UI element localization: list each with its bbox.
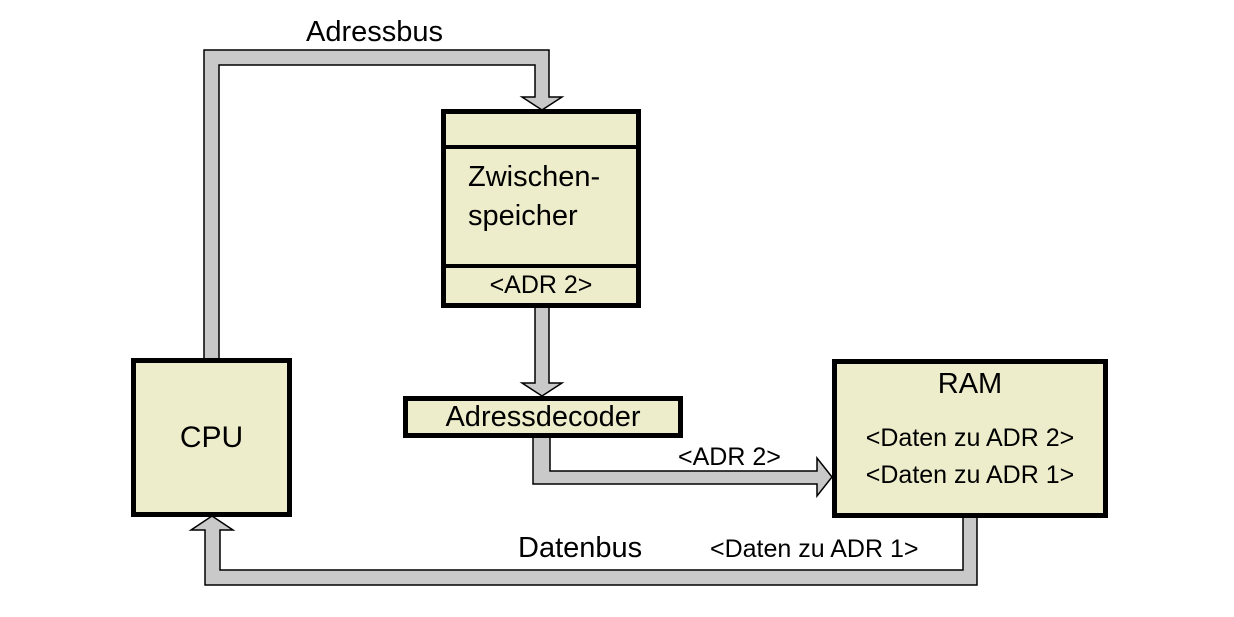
adressdecoder-to-ram-pipe-with-arrow-right-icon	[532, 433, 833, 499]
zwischenspeicher-empty-slot	[446, 114, 636, 149]
datenbus-label: Datenbus	[518, 532, 643, 564]
cpu-label: CPU	[179, 420, 244, 454]
zwischenspeicher-box: Zwischen- speicher <ADR 2>	[441, 109, 641, 308]
cpu-box: CPU	[131, 358, 292, 517]
adressbus-label: Adressbus	[306, 16, 444, 48]
adr2-bus-label: <ADR 2>	[678, 443, 781, 471]
ram-label: RAM	[937, 368, 1003, 400]
ram-box: RAM <Daten zu ADR 2> <Daten zu ADR 1>	[832, 359, 1108, 518]
zwischenspeicher-label-line2: speicher	[468, 200, 578, 232]
zwischenspeicher-to-adressdecoder-arrow-down-icon	[519, 303, 565, 397]
adressbus-pipe-with-arrow-down-icon	[203, 49, 565, 361]
zwischenspeicher-label: Zwischen- speicher	[446, 149, 636, 264]
zwischenspeicher-adr2-slot: <ADR 2>	[446, 264, 636, 303]
adressdecoder-label: Adressdecoder	[445, 400, 641, 433]
ram-daten-adr1-row: <Daten zu ADR 1>	[865, 461, 1075, 489]
adressdecoder-box: Adressdecoder	[403, 396, 683, 438]
zwischenspeicher-label-line1: Zwischen-	[468, 161, 601, 193]
ram-daten-adr2-row: <Daten zu ADR 2>	[865, 424, 1075, 452]
daten-zu-adr1-bus-label: <Daten zu ADR 1>	[710, 535, 919, 563]
zwischenspeicher-adr2-value: <ADR 2>	[489, 271, 593, 299]
